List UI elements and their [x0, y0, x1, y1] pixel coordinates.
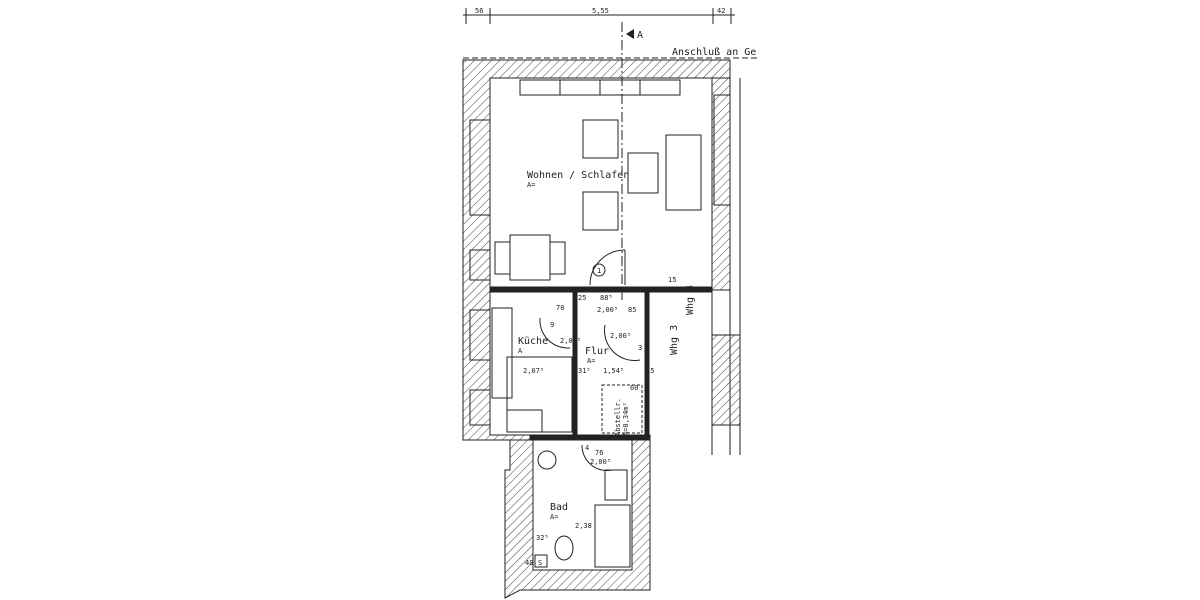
neighbor-unit-4: Whg 4 — [685, 285, 696, 315]
storage-width: 60 — [630, 384, 638, 392]
unit-4-dim: 15 — [668, 276, 676, 284]
shaft-label: S — [538, 559, 542, 567]
bath-door-height: 2,00⁵ — [590, 458, 611, 466]
storage-name: Abstellr. — [614, 398, 622, 436]
room-hall-area: A= — [587, 357, 595, 365]
storage-area: A=0,34m² — [622, 402, 630, 436]
room-bath-name: Bad — [550, 502, 568, 513]
wc-dim: 32⁵ — [536, 534, 549, 542]
hall-door-height: 2,00⁵ — [610, 332, 631, 340]
hall-wall: 31⁵ — [578, 367, 591, 375]
doors — [539, 249, 641, 471]
hall-wall-right: 15 — [646, 367, 654, 375]
wc-offset: 40 — [525, 559, 533, 567]
room-kitchen-name: Küche — [518, 336, 548, 347]
door-3-number: 3 — [638, 344, 642, 352]
room-bath-area: A= — [550, 513, 558, 521]
neighbor-unit-3: Whg 3 — [669, 325, 680, 355]
hall-dim-b: 88⁵ — [600, 294, 613, 302]
furniture — [491, 119, 702, 568]
room-living-area: A= — [527, 181, 535, 189]
door-9-number: 9 — [550, 321, 554, 329]
connection-note: Anschluß an Ge — [672, 47, 756, 58]
kitchen-width: 2,07⁵ — [523, 367, 544, 375]
room-kitchen-area: A — [518, 347, 523, 355]
walls — [462, 59, 741, 599]
room-living-name: Wohnen / Schlafen — [527, 170, 629, 181]
section-arrow-icon — [626, 29, 634, 39]
dimension-line — [463, 8, 735, 24]
section-marker: A — [637, 30, 643, 41]
hall-width: 1,54⁵ — [603, 367, 624, 375]
bath-width: 2,38 — [575, 522, 592, 530]
door-4-number: 4 — [585, 444, 589, 452]
bath-door-width: 76 — [595, 449, 603, 457]
hall-dim-a: 25 — [578, 294, 586, 302]
dim-right: 42 — [717, 7, 725, 15]
hall-dim-c: 2,00⁵ — [597, 306, 618, 314]
dim-main: 5,55 — [592, 7, 609, 15]
hall-dim-d: 85 — [628, 306, 636, 314]
kitchen-offset: 70 — [556, 304, 564, 312]
kitchen-door-height: 2,00⁵ — [560, 337, 581, 345]
door-1-number: 1 — [597, 267, 601, 275]
dim-left: 56 — [475, 7, 483, 15]
room-hall-name: Flur — [585, 346, 609, 357]
windows — [469, 79, 731, 426]
